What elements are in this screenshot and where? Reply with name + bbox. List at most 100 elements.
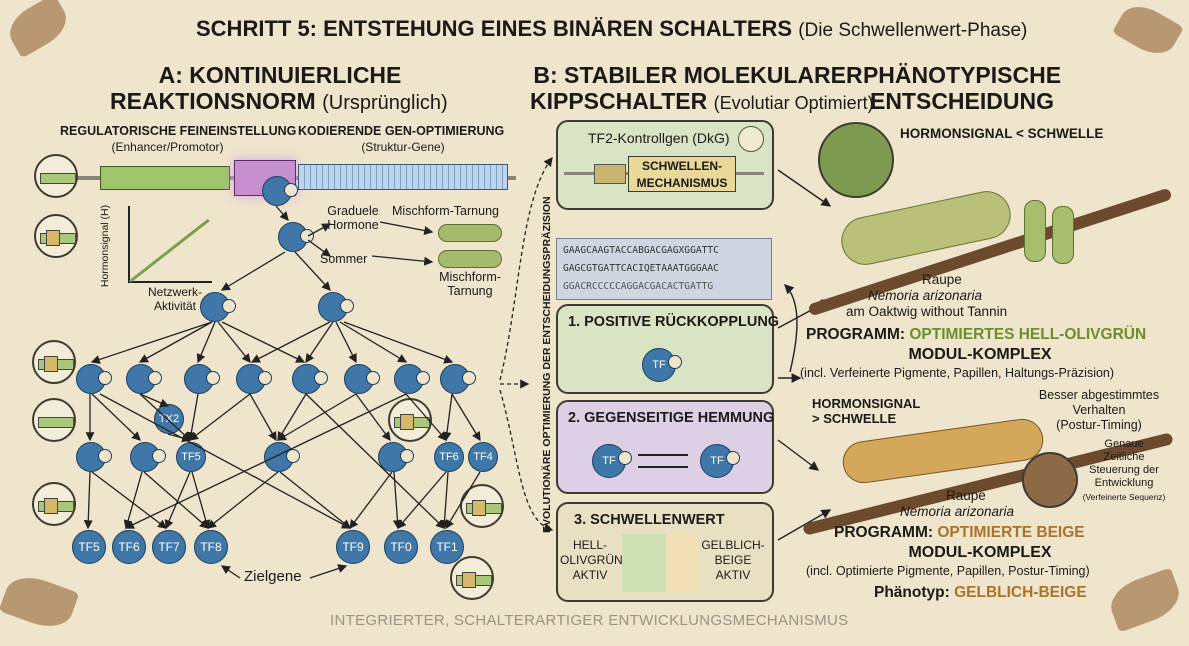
threshold-graph-green	[622, 534, 666, 592]
hormone-node	[278, 222, 314, 252]
regulatory-label: REGULATORISCHE FEINEINSTELLUNG	[60, 124, 297, 138]
tf4-node: TF4	[468, 442, 498, 472]
network-node	[236, 364, 272, 394]
section-b-title-1: B: STABILER MOLEKULARER	[533, 62, 863, 88]
threshold-mechanism-box: SCHWELLEN- MECHANISMUS	[628, 156, 736, 192]
network-node	[394, 364, 430, 394]
sequence-line-3: GGACRCCCCCAGGACGACACTGATTG	[563, 281, 714, 292]
sequence-panel: GAAGCAAGTACCABGACGAGXGGATTC GAGCGTGATTCA…	[556, 238, 772, 300]
catkin-1	[1024, 200, 1046, 262]
network-node	[76, 442, 112, 472]
module2-desc: (incl. Optimierte Pigmente, Papillen, Po…	[806, 564, 1090, 578]
caterpillar-mixed-1	[438, 224, 502, 242]
timing-inset	[1022, 452, 1078, 508]
section-a-title-1: A: KONTINUIERLICHE	[158, 62, 402, 88]
promoter-inset-2	[34, 214, 78, 258]
program2-label: PROGRAMM: OPTIMIERTE BEIGE	[834, 524, 1085, 541]
section-a-title-suffix: (Ursprünglich)	[322, 92, 448, 114]
sequence-line-2: GAGCGTGATTCACIQETAAATGGGAAC	[563, 263, 719, 274]
network-node	[264, 442, 300, 472]
section-a-title-2: REAKTIONSNORM (Ursprünglich)	[110, 88, 448, 114]
step1-label: 1. POSITIVE RÜCKKOPPLUNG	[568, 314, 780, 330]
footer-label: INTEGRIERTER, SCHALTERARTIGER ENTWICKLUN…	[330, 612, 849, 629]
phenotype-label: Phänotyp: GELBLICH-BEIGE	[874, 584, 1087, 601]
network-node	[344, 364, 380, 394]
threshold-panel: 3. SCHWELLENWERT HELL- OLIVGRÜN AKTIV GE…	[556, 502, 774, 602]
target-gene-tf0: TF0	[384, 530, 418, 564]
right-state-label: GELBLICH- BEIGE AKTIV	[701, 538, 765, 582]
network-node	[440, 364, 476, 394]
left-state-label: HELL- OLIVGRÜN AKTIV	[560, 538, 623, 582]
inhibition-arrow-top	[638, 454, 688, 456]
module2-label: MODUL-KOMPLEX	[908, 544, 1052, 561]
step3-label: 3. SCHWELLENWERT	[574, 512, 725, 528]
program2-name: OPTIMIERTE BEIGE	[937, 524, 1085, 541]
network-node	[76, 364, 112, 394]
network-node	[200, 292, 236, 322]
caterpillar2-species: Nemoria arizonaria	[900, 504, 1015, 519]
control-promoter	[594, 164, 626, 184]
program1-label: PROGRAMM: OPTIMIERTES HELL-OLIVGRÜN	[806, 326, 1147, 343]
inhibition-arrow-bottom	[638, 466, 688, 468]
coding-sub: (Struktur-Gene)	[361, 140, 445, 154]
catkin-2	[1052, 206, 1074, 264]
evolution-vertical-label: EVOLUTIONÄRE OPTIMIERUNG DER ENTSCHEIDUN…	[541, 196, 553, 533]
program1-name: OPTIMIERTES HELL-OLIVGRÜN	[909, 326, 1147, 343]
promoter-region	[100, 166, 230, 190]
caterpillar1-host: am Oaktwig without Tannin	[846, 304, 1008, 319]
behavior-label: Besser abgestimmtes Verhalten (Postur-Ti…	[1038, 388, 1160, 432]
tf-node-left: TF	[592, 444, 632, 478]
promoter-inset-1	[34, 154, 78, 198]
mixed-camouflage-top: Mischform-Tarnung	[392, 204, 499, 218]
regulatory-inset-left-2	[32, 398, 76, 442]
graph-x-label: Netzwerk- Aktivität	[147, 285, 202, 313]
graph-x-axis	[128, 281, 212, 283]
target-gene-tf8: TF8	[194, 530, 228, 564]
target-gene-tf9: TF9	[336, 530, 370, 564]
section-b-title-suffix: (Evolutiar Optimiert)	[713, 93, 874, 113]
network-node	[184, 364, 220, 394]
network-node	[378, 442, 414, 472]
section-b-title-2: KIPPSCHALTER (Evolutiar Optimiert)	[530, 88, 874, 114]
regulatory-inset-right-1	[388, 398, 432, 442]
threshold-graph-beige	[666, 534, 698, 592]
target-gene-tf5: TF5	[72, 530, 106, 564]
tf-node: TF	[642, 348, 682, 382]
control-gene-label: TF2-Kontrollgen (DkG)	[588, 130, 730, 146]
section-c-title-1: PHÄNOTYPISCHE	[862, 62, 1062, 88]
network-node	[126, 364, 162, 394]
regulatory-inset-right-2	[460, 484, 504, 528]
graduated-hormones-label: Graduele Hormone	[327, 204, 379, 232]
tf-node-right: TF	[700, 444, 740, 478]
main-title: SCHRITT 5: ENTSTEHUNG EINES BINÄREN SCHA…	[196, 16, 1028, 41]
seal-badge	[738, 126, 764, 152]
timing-label: Genaue Zeitliche Steuerung der Entwicklu…	[1089, 438, 1159, 489]
phenotype-name: GELBLICH-BEIGE	[954, 584, 1087, 601]
main-subtitle: (Die Schwellenwert-Phase)	[798, 20, 1028, 41]
target-gene-tf1: TF1	[430, 530, 464, 564]
network-node	[318, 292, 354, 322]
section-c-title-2: ENTSCHEIDUNG	[869, 88, 1054, 114]
summer-label: Sommer	[320, 252, 368, 266]
regulatory-sub: (Enhancer/Promotor)	[111, 140, 224, 154]
tf6-node: TF6	[434, 442, 464, 472]
hormone-receptor-node	[262, 176, 298, 206]
coding-label: KODIERENDE GEN-OPTIMIERUNG	[298, 124, 505, 138]
control-gene-panel: TF2-Kontrollgen (DkG) SCHWELLEN- MECHANI…	[556, 120, 774, 210]
step2-label: 2. GEGENSEITIGE HEMMUNG	[568, 410, 775, 426]
positive-feedback-panel: 1. POSITIVE RÜCKKOPPLUNG TF	[556, 304, 779, 394]
regulatory-inset-right-3	[450, 556, 494, 600]
module1-desc: (incl. Verfeinerte Pigmente, Papillen, H…	[800, 366, 1115, 380]
timing-sub: (Verfeinerte Sequenz)	[1082, 492, 1166, 502]
mixed-camouflage-bottom: Mischform- Tarnung	[439, 270, 501, 298]
target-gene-tf6: TF6	[112, 530, 146, 564]
network-node	[292, 364, 328, 394]
hormone-high-label: HORMONSIGNAL > SCHWELLE	[812, 396, 921, 426]
caterpillar-mixed-2	[438, 250, 502, 268]
hormone-low-label: HORMONSIGNAL < SCHWELLE	[900, 126, 1104, 141]
target-gene-tf7: TF7	[152, 530, 186, 564]
caterpillar1-species: Nemoria arizonaria	[868, 288, 983, 303]
caterpillar1-label: Raupe	[922, 272, 962, 287]
